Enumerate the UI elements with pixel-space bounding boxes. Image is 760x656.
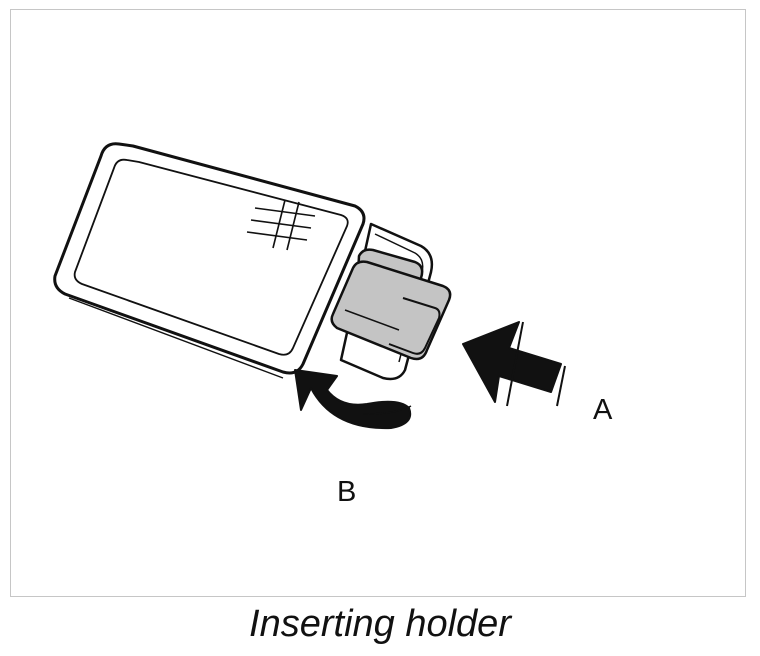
holder-illustration — [53, 142, 566, 430]
callout-b: B — [337, 476, 357, 508]
crosshatch-marking — [246, 199, 316, 251]
callout-a: A — [593, 394, 613, 426]
lamp-lens — [53, 142, 366, 379]
figure-frame: A B — [10, 9, 746, 597]
push-arrow-a — [462, 321, 566, 407]
figure-caption: Inserting holder — [249, 603, 511, 645]
bulb-holder — [330, 248, 452, 361]
twist-arrow-b — [294, 369, 412, 430]
